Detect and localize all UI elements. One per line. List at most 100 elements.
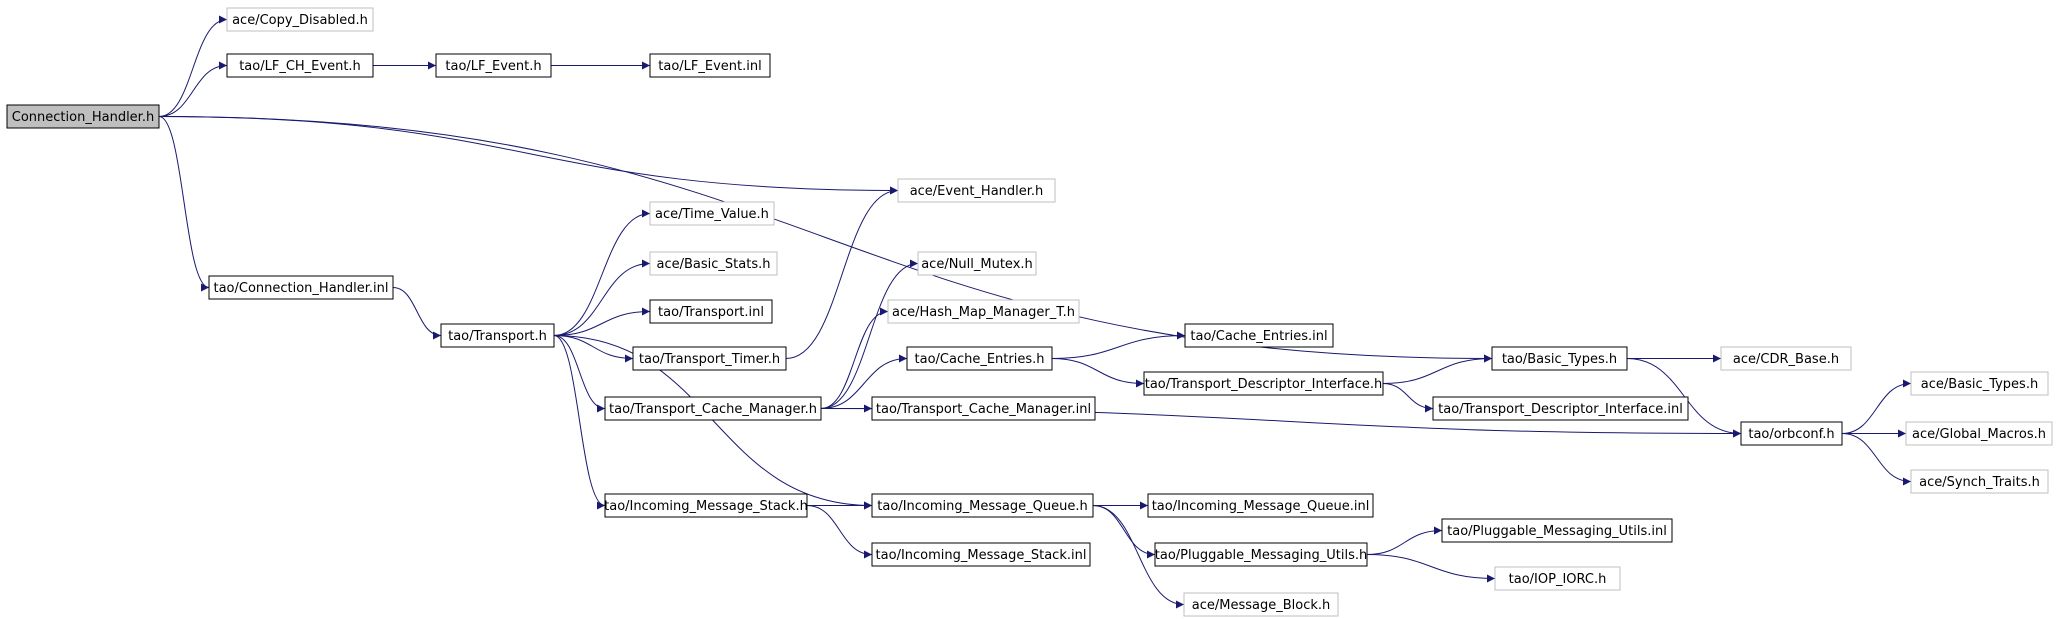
edge-tao-connection-handler-inl-to-tao-transport-h xyxy=(392,287,442,340)
node-layer: Connection_Handler.h ace/Copy_Disabled.ht… xyxy=(6,7,2053,617)
node-box xyxy=(897,178,1056,203)
node-ace-synch-traits-h: ace/Synch_Traits.h xyxy=(1910,469,2049,494)
node-box xyxy=(435,53,552,78)
node-box xyxy=(226,7,374,32)
edge-tao-orbconf-h-to-ace-basic-types-h xyxy=(1841,379,1912,434)
node-label: ace/Basic_Stats.h xyxy=(657,257,771,272)
node-label: ace/Message_Block.h xyxy=(1192,598,1331,613)
node-ace-time-value-h: ace/Time_Value.h xyxy=(649,201,775,226)
node-box xyxy=(917,251,1037,276)
node-box xyxy=(871,396,1096,421)
node-tao-basic-types-h[interactable]: tao/Basic_Types.h xyxy=(1491,346,1628,371)
edge-connection-handler-h-to-ace-event-handler-h xyxy=(158,116,899,195)
node-tao-transport-descriptor-interface-h[interactable]: tao/Transport_Descriptor_Interface.h xyxy=(1143,371,1384,396)
edge-tao-transport-cache-manager-h-to-ace-hash-map-manager-t-h xyxy=(820,307,889,409)
node-tao-lf-event-h[interactable]: tao/LF_Event.h xyxy=(435,53,552,78)
node-tao-lf-ch-event-h[interactable]: tao/LF_CH_Event.h xyxy=(226,53,374,78)
node-label: ace/Null_Mutex.h xyxy=(921,257,1033,272)
node-label: tao/Incoming_Message_Stack.h xyxy=(604,499,808,514)
node-tao-pluggable-messaging-utils-inl[interactable]: tao/Pluggable_Messaging_Utils.inl xyxy=(1441,518,1673,543)
node-label: tao/LF_CH_Event.h xyxy=(239,59,361,74)
node-label: ace/Time_Value.h xyxy=(655,207,769,222)
edge-tao-pluggable-messaging-utils-h-to-tao-iop-iorc-h xyxy=(1366,554,1496,583)
node-box xyxy=(1184,323,1334,348)
node-tao-transport-descriptor-interface-inl[interactable]: tao/Transport_Descriptor_Interface.inl xyxy=(1432,396,1689,421)
node-tao-incoming-message-queue-h[interactable]: tao/Incoming_Message_Queue.h xyxy=(871,493,1094,518)
node-box xyxy=(1432,396,1689,421)
edge-connection-handler-h-to-tao-basic-types-h xyxy=(158,116,1493,363)
edge-connection-handler-h-to-tao-lf-ch-event-h xyxy=(158,61,228,117)
node-box xyxy=(1910,469,2049,494)
node-label: ace/Synch_Traits.h xyxy=(1919,475,2040,490)
edge-tao-cache-entries-h-to-tao-cache-entries-inl xyxy=(1051,331,1186,359)
node-ace-event-handler-h: ace/Event_Handler.h xyxy=(897,178,1056,203)
node-tao-cache-entries-h[interactable]: tao/Cache_Entries.h xyxy=(906,346,1053,371)
edge-tao-incoming-message-queue-h-to-tao-pluggable-messaging-utils-h xyxy=(1092,505,1156,559)
node-tao-orbconf-h[interactable]: tao/orbconf.h xyxy=(1740,421,1843,446)
node-connection-handler-h[interactable]: Connection_Handler.h xyxy=(6,104,160,129)
node-box xyxy=(1441,518,1673,543)
node-tao-incoming-message-queue-inl[interactable]: tao/Incoming_Message_Queue.inl xyxy=(1147,493,1374,518)
node-ace-hash-map-manager-t-h: ace/Hash_Map_Manager_T.h xyxy=(887,299,1080,324)
edge-tao-incoming-message-queue-h-to-ace-message-block-h xyxy=(1092,505,1185,609)
node-label: tao/Connection_Handler.inl xyxy=(213,281,388,296)
edge-tao-transport-h-to-ace-time-value-h xyxy=(553,209,651,336)
node-box xyxy=(1147,493,1374,518)
node-label: ace/Event_Handler.h xyxy=(910,184,1044,199)
node-tao-transport-h[interactable]: tao/Transport.h xyxy=(440,323,555,348)
edge-tao-transport-h-to-tao-transport-inl xyxy=(553,307,651,336)
edge-tao-transport-timer-h-to-ace-event-handler-h xyxy=(785,186,899,359)
node-box xyxy=(1491,346,1628,371)
node-tao-transport-timer-h[interactable]: tao/Transport_Timer.h xyxy=(632,346,787,371)
node-box xyxy=(871,493,1094,518)
node-label: tao/Cache_Entries.h xyxy=(915,352,1045,367)
node-box xyxy=(649,251,778,276)
node-box xyxy=(440,323,555,348)
node-tao-transport-cache-manager-inl[interactable]: tao/Transport_Cache_Manager.inl xyxy=(871,396,1096,421)
node-label: tao/Transport_Cache_Manager.h xyxy=(609,402,817,417)
node-box xyxy=(1740,421,1843,446)
node-label: ace/Hash_Map_Manager_T.h xyxy=(892,305,1075,320)
node-box xyxy=(1905,421,2053,446)
node-box xyxy=(1154,542,1368,567)
node-box xyxy=(1720,346,1852,371)
node-label: ace/Basic_Types.h xyxy=(1921,377,2038,392)
node-tao-incoming-message-stack-inl[interactable]: tao/Incoming_Message_Stack.inl xyxy=(871,542,1091,567)
node-label: tao/Pluggable_Messaging_Utils.h xyxy=(1155,548,1367,563)
node-label: tao/Incoming_Message_Stack.inl xyxy=(876,548,1087,563)
node-label: tao/Incoming_Message_Queue.h xyxy=(877,499,1087,514)
edge-connection-handler-h-to-tao-connection-handler-inl xyxy=(158,116,210,292)
node-box xyxy=(649,201,775,226)
node-ace-message-block-h: ace/Message_Block.h xyxy=(1183,592,1339,617)
node-tao-iop-iorc-h: tao/IOP_IORC.h xyxy=(1494,566,1621,591)
node-label: tao/Transport_Timer.h xyxy=(639,352,780,367)
node-label: tao/Basic_Types.h xyxy=(1502,352,1617,367)
edge-tao-transport-h-to-tao-incoming-message-stack-h xyxy=(553,335,606,510)
node-box xyxy=(649,53,771,78)
node-box xyxy=(871,542,1091,567)
node-tao-transport-inl[interactable]: tao/Transport.inl xyxy=(649,299,773,324)
edge-tao-cache-entries-h-to-tao-transport-descriptor-interface-h xyxy=(1051,358,1145,388)
node-tao-incoming-message-stack-h[interactable]: tao/Incoming_Message_Stack.h xyxy=(604,493,808,518)
node-box xyxy=(6,104,160,129)
node-label: tao/Transport_Cache_Manager.inl xyxy=(876,402,1091,417)
node-box xyxy=(226,53,374,78)
edge-tao-transport-descriptor-interface-h-to-tao-basic-types-h xyxy=(1382,354,1493,384)
edge-tao-incoming-message-stack-h-to-tao-incoming-message-stack-inl xyxy=(806,505,873,559)
node-tao-transport-cache-manager-h[interactable]: tao/Transport_Cache_Manager.h xyxy=(604,396,822,421)
node-tao-connection-handler-inl[interactable]: tao/Connection_Handler.inl xyxy=(208,275,394,300)
node-tao-pluggable-messaging-utils-h[interactable]: tao/Pluggable_Messaging_Utils.h xyxy=(1154,542,1368,567)
node-label: tao/Pluggable_Messaging_Utils.inl xyxy=(1447,524,1667,539)
node-ace-global-macros-h: ace/Global_Macros.h xyxy=(1905,421,2053,446)
edge-tao-orbconf-h-to-ace-synch-traits-h xyxy=(1841,433,1912,486)
node-tao-lf-event-inl[interactable]: tao/LF_Event.inl xyxy=(649,53,771,78)
node-ace-copy-disabled-h: ace/Copy_Disabled.h xyxy=(226,7,374,32)
edge-tao-transport-cache-manager-h-to-ace-null-mutex-h xyxy=(820,259,919,409)
node-box xyxy=(604,493,808,518)
edge-tao-pluggable-messaging-utils-h-to-tao-pluggable-messaging-utils-inl xyxy=(1366,526,1443,555)
edge-tao-transport-cache-manager-h-to-tao-cache-entries-h xyxy=(820,354,908,409)
node-label: tao/LF_Event.inl xyxy=(658,59,761,74)
node-tao-cache-entries-inl[interactable]: tao/Cache_Entries.inl xyxy=(1184,323,1334,348)
node-label: tao/Transport_Descriptor_Interface.inl xyxy=(1438,402,1683,417)
